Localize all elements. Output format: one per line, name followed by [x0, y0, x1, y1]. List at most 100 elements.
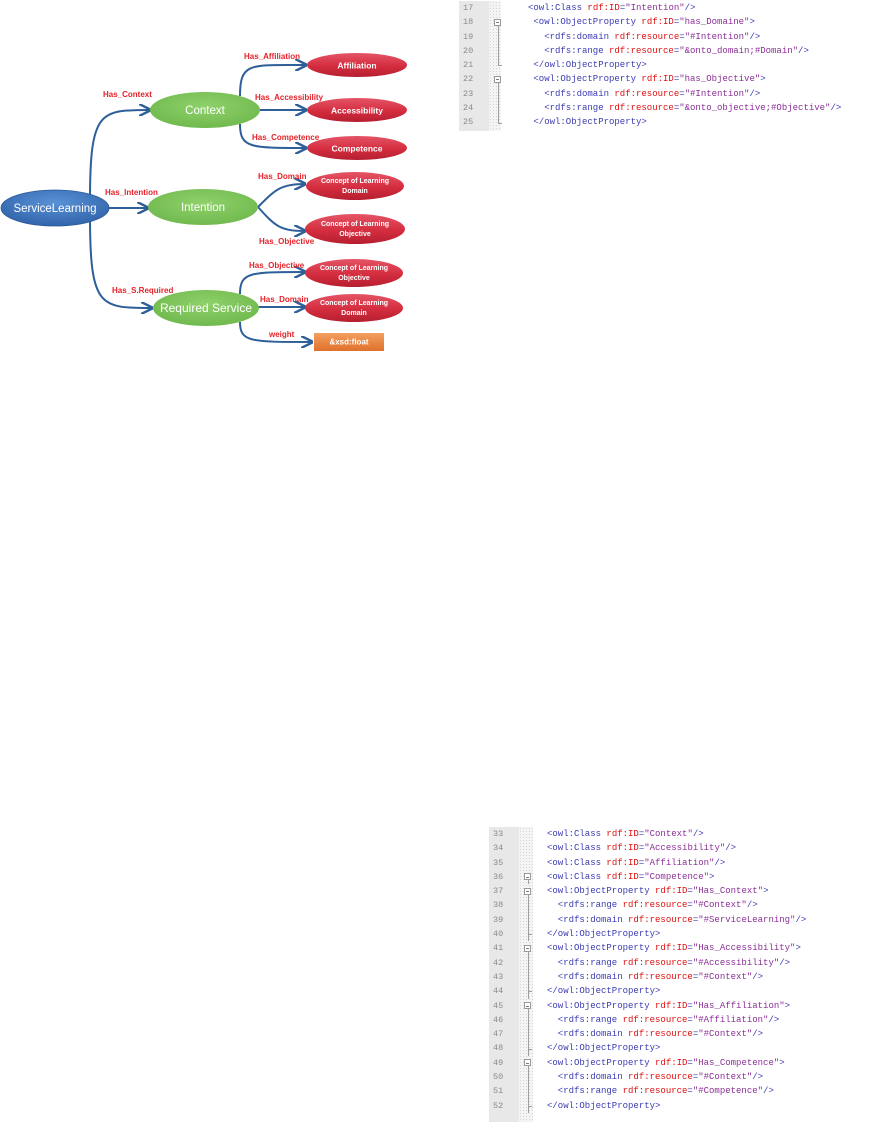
code-line: 52</owl:ObjectProperty>	[489, 1098, 888, 1113]
token-val: "has_Objective"	[679, 74, 761, 85]
token-attr: rdf:ID	[655, 886, 688, 897]
label-req-has-domain: Has_Domain	[260, 295, 309, 304]
label-has-context: Has_Context	[103, 90, 152, 99]
token-tag: =	[619, 3, 626, 13]
token-tag: =	[679, 31, 685, 42]
fold-toggle-icon[interactable]	[494, 18, 501, 26]
fold-guide	[497, 25, 499, 30]
token-tag: />	[714, 857, 726, 868]
fold-guide	[497, 58, 499, 66]
token-tag: />	[779, 957, 791, 968]
node-accessibility: Accessibility	[307, 98, 407, 122]
token-tag: />	[746, 900, 758, 911]
code-line: 24<rdfs:range rdf:resource="&onto_object…	[459, 101, 888, 116]
token-val: "#Intention"	[684, 88, 750, 99]
code-text: <rdfs:domain rdf:resource="#Intention"/>	[544, 30, 760, 44]
label-has-affiliation: Has_Affiliation	[244, 52, 300, 61]
code-text: </owl:ObjectProperty>	[533, 58, 646, 72]
code-line: 42<rdfs:range rdf:resource="#Accessibili…	[489, 955, 888, 970]
code-text: <owl:ObjectProperty rdf:ID="Has_Context"…	[547, 884, 768, 898]
fold-toggle-icon[interactable]	[524, 1002, 531, 1010]
token-tag: />	[768, 1014, 780, 1025]
node-required-service: Required Service	[153, 290, 259, 326]
line-number: 49	[493, 1057, 504, 1068]
label-weight: weight	[268, 330, 295, 339]
token-tag: <rdfs:domain	[544, 88, 615, 99]
code-text: <rdfs:domain rdf:resource="#Context"/>	[558, 1027, 763, 1041]
token-attr: rdf:resource	[609, 45, 674, 56]
token-tag: =	[687, 1014, 693, 1025]
svg-text:Competence: Competence	[331, 143, 382, 153]
token-tag: </owl:ObjectProperty>	[533, 60, 647, 71]
fold-toggle-icon[interactable]	[494, 75, 501, 83]
fold-guide	[527, 894, 529, 899]
token-tag: />	[752, 1072, 764, 1083]
edge-int-has-objective	[257, 206, 305, 231]
fold-guide	[527, 1009, 529, 1013]
line-number: 24	[463, 103, 474, 114]
fold-toggle-icon[interactable]	[524, 887, 531, 895]
token-tag: <rdfs:domain	[557, 1029, 629, 1040]
token-tag: <owl:ObjectProperty	[533, 74, 642, 85]
line-number-gutter	[489, 827, 519, 1122]
node-req-concept-domain: Concept of Learning Domain	[305, 294, 403, 322]
token-val: "Has_Context"	[692, 886, 764, 897]
fold-end-marker	[497, 122, 502, 124]
edge-has-competence	[239, 123, 306, 148]
code-text: <rdfs:range rdf:resource="#Context"/>	[558, 898, 758, 912]
token-val: "#Accessibility"	[692, 957, 780, 968]
line-number: 19	[463, 31, 474, 42]
svg-text:Concept of Learning: Concept of Learning	[320, 265, 388, 272]
line-number: 21	[463, 60, 474, 71]
fold-guide	[527, 880, 529, 885]
line-number: 22	[463, 74, 474, 85]
svg-text:Concept of Learning: Concept of Learning	[321, 178, 389, 185]
svg-text:Accessibility: Accessibility	[331, 105, 383, 115]
token-tag: />	[830, 103, 842, 114]
code-line: 34<owl:Class rdf:ID="Accessibility"/>	[489, 841, 888, 855]
code-line: 17<owl:Class rdf:ID="Intention"/>	[459, 1, 888, 15]
line-number: 44	[493, 986, 504, 997]
token-tag: =	[687, 957, 693, 968]
token-attr: rdf:resource	[614, 31, 680, 42]
fold-toggle-icon[interactable]	[524, 944, 531, 952]
code-text: <rdfs:range rdf:resource="#Affiliation"/…	[558, 1013, 779, 1027]
code-line: 43<rdfs:domain rdf:resource="#Context"/>	[489, 969, 888, 985]
svg-text:&xsd:float: &xsd:float	[329, 338, 368, 347]
code-line: 33<owl:Class rdf:ID="Context"/>	[489, 827, 888, 841]
fold-guide	[527, 951, 529, 956]
node-req-concept-objective: Concept of Learning Objective	[305, 259, 403, 287]
label-req-has-objective: Has_Objective	[249, 261, 305, 270]
line-number: 47	[493, 1029, 504, 1040]
fold-toggle-icon[interactable]	[524, 873, 531, 881]
token-tag: >	[749, 17, 755, 28]
fold-guide	[527, 912, 529, 928]
fold-guide	[497, 82, 499, 87]
fold-end-marker	[527, 934, 532, 936]
token-attr: rdf:resource	[628, 1029, 693, 1040]
fold-guide	[527, 1012, 529, 1028]
token-tag: </owl:ObjectProperty>	[533, 117, 647, 128]
fold-guide	[527, 1027, 529, 1042]
token-tag: =	[673, 17, 680, 28]
token-val: "#ServiceLearning"	[698, 914, 796, 925]
fold-toggle-icon[interactable]	[524, 1059, 531, 1067]
svg-text:Concept of Learning: Concept of Learning	[320, 300, 388, 307]
token-tag: <rdfs:range	[557, 1014, 623, 1025]
code-line: 44</owl:ObjectProperty>	[489, 984, 888, 999]
code-text: <owl:ObjectProperty rdf:ID="has_Objectiv…	[533, 72, 765, 86]
code-line: 50<rdfs:domain rdf:resource="#Context"/>	[489, 1070, 888, 1085]
line-number: 38	[493, 900, 504, 911]
svg-text:Objective: Objective	[338, 275, 370, 282]
fold-guide	[527, 1066, 529, 1071]
code-line: 23<rdfs:domain rdf:resource="#Intention"…	[459, 86, 888, 102]
token-tag: =	[673, 45, 680, 56]
label-has-competence: Has_Competence	[252, 133, 320, 142]
code-text: <owl:ObjectProperty rdf:ID="has_Domaine"…	[533, 15, 754, 29]
node-context: Context	[150, 92, 260, 128]
code-snippet-context: 33<owl:Class rdf:ID="Context"/>34<owl:Cl…	[489, 827, 888, 1122]
token-tag: =	[673, 74, 680, 85]
line-number: 41	[493, 943, 504, 954]
token-tag: =	[638, 871, 645, 882]
node-xsd-float: &xsd:float	[314, 333, 384, 351]
